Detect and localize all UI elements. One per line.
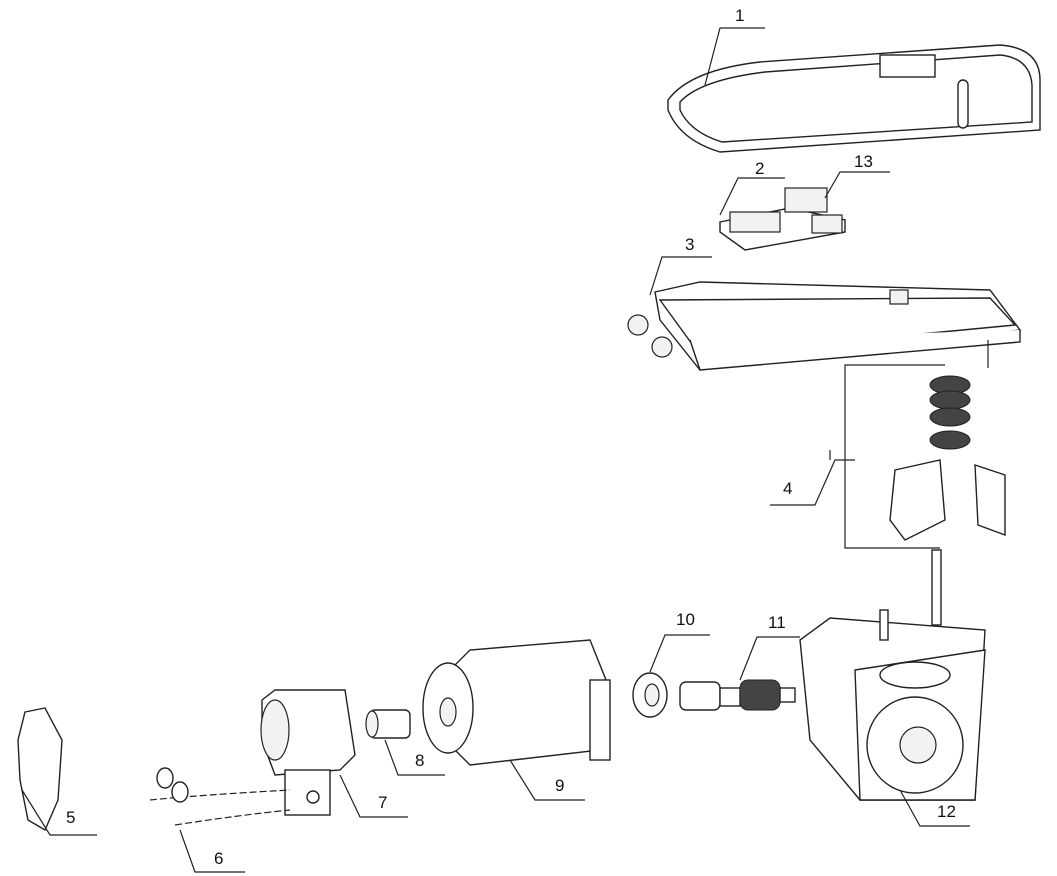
callout-6: 6 [214,849,223,868]
part-12-gearbox [799,609,986,801]
callout-10: 10 [676,610,695,629]
part-2-circuit-board [719,187,846,251]
callout-2: 2 [755,159,764,178]
callout-5: 5 [66,808,75,827]
part-8-coupling [365,709,411,739]
callout-11: 11 [768,613,786,632]
callout-1: 1 [735,6,744,25]
callout-9: 9 [555,776,564,795]
part-9-motor [422,639,611,766]
callout-8: 8 [415,751,424,770]
part-10-bearing [632,672,668,718]
part-5-cover-disc [17,707,63,832]
callout-4: 4 [783,479,792,498]
callout-12: 12 [937,802,956,821]
part-1-cover [667,44,1041,153]
leader-lines [21,27,970,873]
part-11-worm-shaft [679,679,796,711]
part-4-limit-switch [844,364,1006,626]
part-3-base-tray [627,281,1022,371]
callout-13: 13 [854,152,873,171]
part-6-chain [149,767,291,826]
part-7-release-housing [260,689,356,816]
callout-3: 3 [685,235,694,254]
callout-7: 7 [378,793,387,812]
